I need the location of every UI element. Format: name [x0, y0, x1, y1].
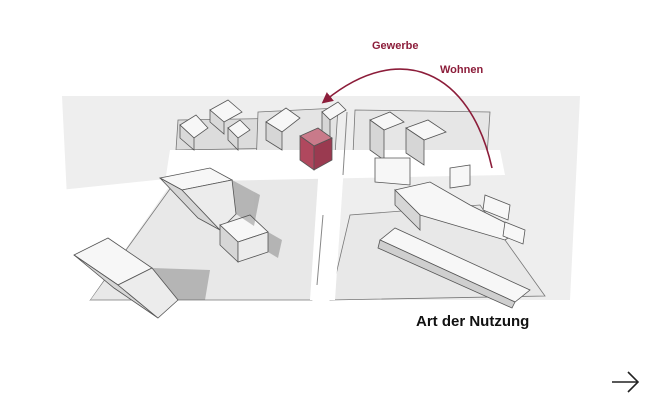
arrow-right-icon	[612, 371, 640, 393]
houses-northwest	[179, 99, 251, 151]
label-wohnen: Wohnen	[440, 64, 484, 76]
label-gewerbe: Gewerbe	[372, 40, 419, 52]
shadows	[152, 180, 282, 300]
long-building	[377, 227, 531, 309]
next-button[interactable]	[606, 366, 646, 398]
street-markings	[316, 111, 348, 286]
usage-arrow	[321, 68, 493, 169]
large-blocks-west	[73, 167, 269, 319]
diagram-caption: Art der Nutzung	[416, 313, 530, 330]
houses-east	[369, 111, 526, 245]
houses-central	[265, 101, 347, 171]
